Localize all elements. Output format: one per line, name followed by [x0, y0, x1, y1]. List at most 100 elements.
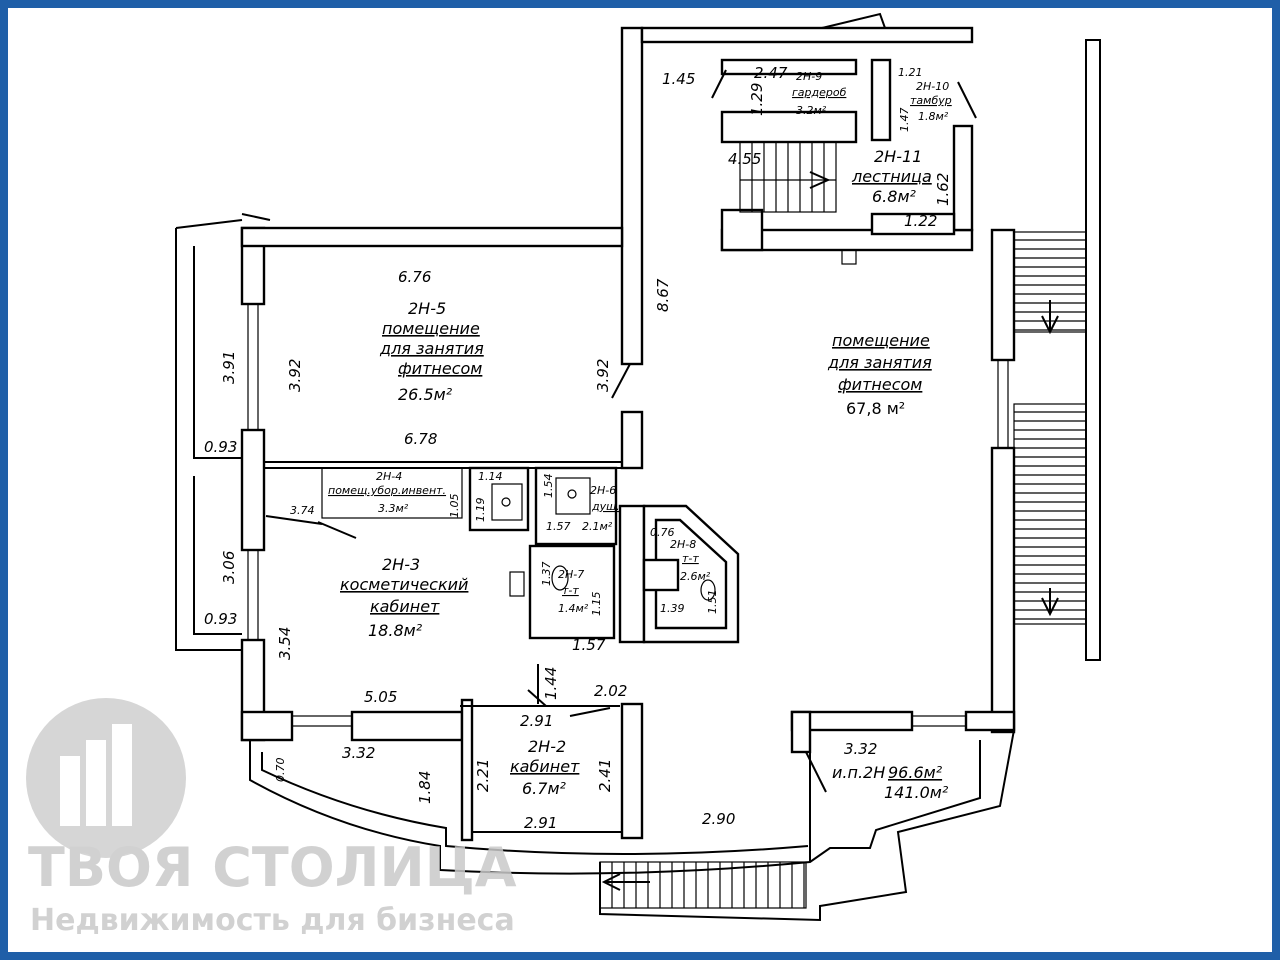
dim-3-92b: 3.92 — [594, 359, 612, 392]
dim-1-54: 1.54 — [542, 474, 555, 499]
dim-1-62: 1.62 — [934, 173, 952, 206]
dim-1-37: 1.37 — [540, 562, 553, 587]
wall-r9-bottom — [720, 110, 858, 144]
dim-1-57b: 1.57 — [572, 636, 606, 654]
shower-tray-1 — [491, 483, 523, 521]
wall-central — [620, 26, 644, 366]
window-r3-bottom — [291, 715, 353, 727]
wall-r5-top — [240, 226, 624, 248]
r2-name: кабинет — [510, 757, 580, 776]
dim-3-92a: 3.92 — [286, 359, 304, 392]
r9-area: 3.2м² — [796, 104, 827, 117]
r3-area: 18.8м² — [368, 621, 423, 640]
main-name-3: фитнесом — [838, 375, 922, 394]
dim-3-54: 3.54 — [276, 627, 294, 660]
r5-area: 26.5м² — [398, 385, 453, 404]
stair-arrow-top — [809, 171, 831, 189]
wall-r6 — [534, 466, 618, 546]
wall-r2-left — [460, 698, 474, 842]
wall-r9-top — [720, 58, 858, 76]
wall-top-notch — [821, 12, 886, 29]
r3-id: 2Н-3 — [382, 555, 420, 574]
r7-id: 2Н-7 — [558, 568, 584, 581]
dim-1-21: 1.21 — [898, 66, 923, 79]
dim-3-32a: 3.32 — [342, 744, 375, 762]
dim-2-41: 2.41 — [596, 759, 614, 792]
dim-0-93b: 0.93 — [204, 610, 237, 628]
dim-3-91: 3.91 — [220, 351, 238, 384]
dim-2-90: 2.90 — [702, 810, 735, 828]
wall-left-2 — [240, 428, 266, 552]
stair-rail-right — [1085, 39, 1101, 661]
stairs-top — [739, 141, 837, 213]
shower-tray-2 — [555, 477, 591, 515]
wall-r4 — [321, 467, 463, 519]
balcony-left-inner-top — [193, 246, 242, 459]
wall-hall-corner — [790, 710, 812, 754]
r7-name: т-т — [562, 584, 579, 597]
balcony-top-edge — [175, 219, 243, 229]
dim-1-45: 1.45 — [662, 70, 695, 88]
toilet-2 — [700, 579, 716, 601]
r5-name-2: для занятия — [379, 339, 484, 358]
window-hall-bottom — [911, 715, 967, 727]
r9-id: 2Н-9 — [796, 70, 822, 83]
dim-1-47: 1.47 — [898, 108, 911, 133]
r5-name-3: фитнесом — [398, 359, 482, 378]
stairs-bottom — [599, 861, 807, 909]
stairs-right — [1013, 39, 1101, 661]
dim-1-14: 1.14 — [478, 470, 503, 483]
r10-id: 2Н-10 — [916, 80, 949, 93]
dim-5-05: 5.05 — [364, 688, 397, 706]
dim-0-76: 0.76 — [650, 526, 675, 539]
dim-1-51: 1.51 — [706, 590, 719, 615]
stair-arrow-2 — [1041, 597, 1059, 617]
r4-id: 2Н-4 — [376, 470, 402, 483]
doors — [317, 69, 977, 793]
r2-area: 6.7м² — [522, 779, 567, 798]
dim-2-91b: 2.91 — [524, 814, 557, 832]
dim-1-84: 1.84 — [416, 771, 434, 804]
dim-1-15: 1.15 — [590, 592, 603, 617]
watermark-brand: ТВОЯ СТОЛИЦА — [28, 836, 517, 899]
r6-name: душ. — [591, 500, 620, 513]
drain-1 — [501, 497, 511, 507]
dim-6-76: 6.76 — [398, 268, 431, 286]
dim-4-55: 4.55 — [728, 150, 761, 168]
main-name-1: помещение — [832, 331, 930, 350]
r10-area: 1.8м² — [918, 110, 949, 123]
outer-lower-edge — [599, 729, 1015, 922]
toilet-1 — [551, 565, 569, 591]
drain-2 — [567, 489, 577, 499]
wall-top — [640, 26, 974, 44]
main-name-2: для занятия — [827, 353, 932, 372]
wall-right-upper — [990, 228, 1016, 362]
labels: 6.76 2Н-5 помещение для занятия фитнесом… — [204, 64, 952, 832]
total-area-2: 141.0м² — [884, 783, 949, 802]
wall-r11-left — [720, 208, 764, 252]
r6-area: 2.1м² — [582, 520, 613, 533]
walls — [175, 12, 1016, 922]
wall-r11-bottom — [870, 212, 956, 236]
dim-8-67: 8.67 — [654, 278, 672, 312]
dim-1-19: 1.19 — [474, 498, 487, 523]
fixtures — [491, 477, 716, 601]
r8-box — [642, 558, 680, 592]
outer-curve-inner — [261, 752, 809, 855]
r11-id: 2Н-11 — [874, 147, 922, 166]
entry-stair — [599, 861, 807, 909]
wall-hall-bottom-right — [964, 710, 1016, 732]
balcony-left-inner-bottom — [193, 476, 242, 635]
r8-id: 2Н-8 — [670, 538, 696, 551]
balcony-top-edge-2 — [241, 213, 271, 221]
r4-area: 3.3м² — [378, 502, 409, 515]
dim-2-02: 2.02 — [594, 682, 627, 700]
dim-2-91a: 2.91 — [520, 712, 553, 730]
r4-door — [265, 515, 323, 525]
dim-2-47: 2.47 — [754, 64, 788, 82]
wall-r11-right — [952, 124, 974, 232]
dim-1-29: 1.29 — [748, 83, 766, 116]
r7-area: 1.4м² — [558, 602, 589, 615]
column — [841, 249, 857, 265]
balcony-left-outline — [175, 228, 242, 651]
